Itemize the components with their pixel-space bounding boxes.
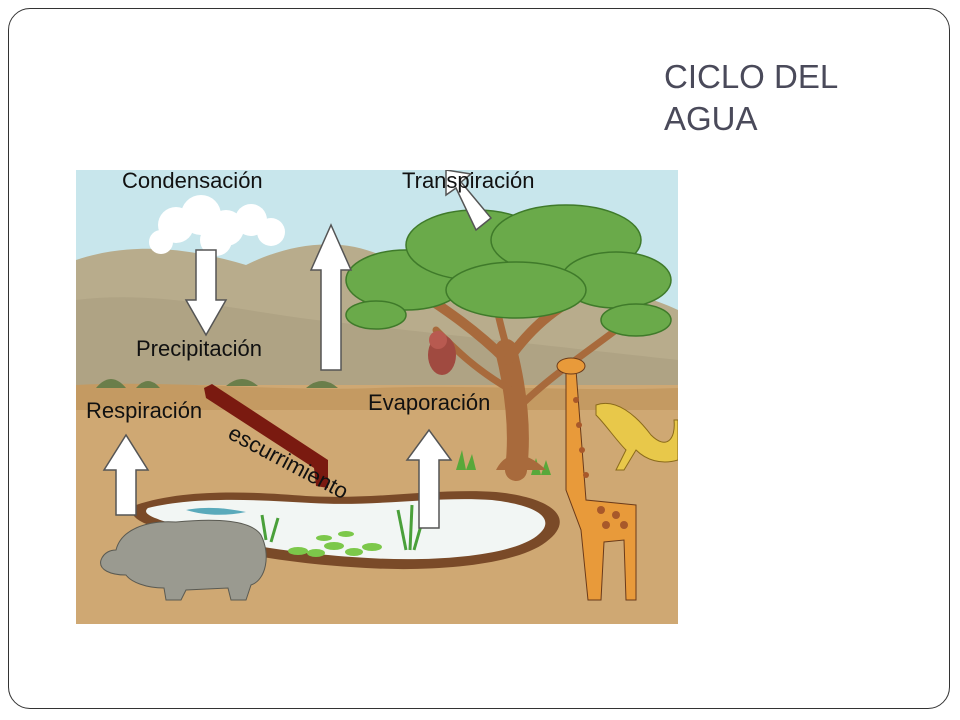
lily-pads [288,531,382,557]
koala [428,331,456,375]
evaporation-arrow [405,428,453,529]
hippo [100,519,267,601]
runoff-arrow [204,384,328,488]
condensation-arrow [184,249,228,337]
tree-root [496,455,546,470]
pond-blue [186,507,246,515]
vapor-up-arrow [309,223,353,371]
label-condensacion: Condensación [122,168,263,193]
respiration-arrow [102,433,150,516]
hills-front [76,297,678,400]
shrubs [96,379,338,388]
label-respiracion: Respiración [86,398,203,423]
pond-water [146,499,546,560]
slide-title: CICLO DEL AGUA [664,56,864,140]
tree-canopy [345,204,672,337]
water-cycle-illustration [76,170,678,624]
label-evaporacion: Evaporación [368,390,491,415]
transpiration-arrow [445,170,493,232]
dinosaur [595,403,678,471]
cloud [149,195,285,256]
label-precipitacion: Precipitación [136,336,262,361]
label-transpiracion: Transpiración [402,168,535,193]
title-line-1: CICLO DEL [664,58,839,95]
water-cycle-diagram: Condensación Transpiración Precipitación… [76,168,678,624]
title-line-2: AGUA [664,100,758,137]
giraffe [556,357,637,601]
